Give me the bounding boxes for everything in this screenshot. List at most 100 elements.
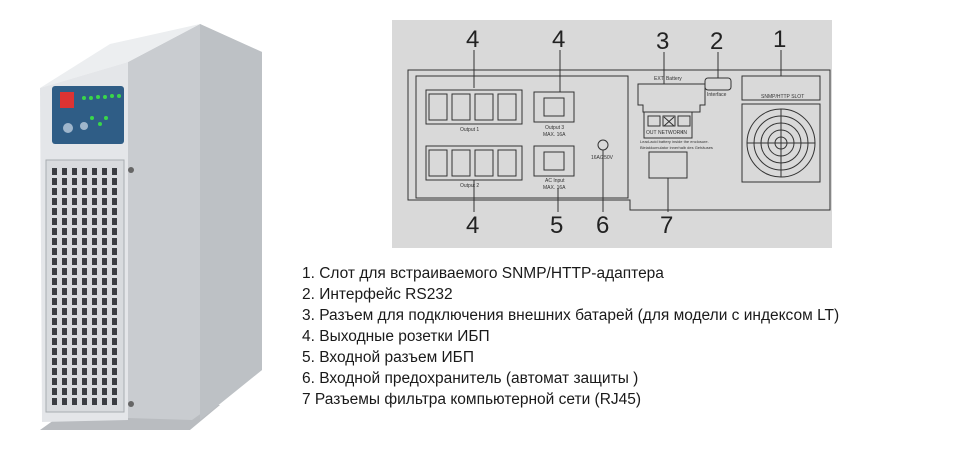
vent-slot xyxy=(92,268,97,275)
vent-slot xyxy=(92,328,97,335)
vent-slot xyxy=(72,348,77,355)
vent-slot xyxy=(52,328,57,335)
vent-slot xyxy=(112,378,117,385)
vent-slot xyxy=(82,278,87,285)
vent-slot xyxy=(102,178,107,185)
vent-slot xyxy=(62,398,67,405)
vent-slot xyxy=(72,238,77,245)
vent-slot xyxy=(72,318,77,325)
vent-slot xyxy=(92,338,97,345)
vent-slot xyxy=(62,208,67,215)
vent-slot xyxy=(102,208,107,215)
vent-slot xyxy=(92,298,97,305)
vent-slot xyxy=(82,338,87,345)
vent-slot xyxy=(82,378,87,385)
vent-slot xyxy=(82,188,87,195)
vent-slot xyxy=(112,298,117,305)
vent-slot xyxy=(112,248,117,255)
callout-bottom-5: 5 xyxy=(550,212,564,239)
vent-slot xyxy=(92,188,97,195)
vent-slot xyxy=(82,268,87,275)
vent-slot xyxy=(72,398,77,405)
legend-item-7: 7 Разъемы фильтра компьютерной сети (RJ4… xyxy=(302,391,642,408)
vent-slot xyxy=(52,388,57,395)
callout-bottom-6: 6 xyxy=(596,212,610,239)
vent-slot xyxy=(52,238,57,245)
vent-slot xyxy=(112,368,117,375)
vent-slot xyxy=(112,218,117,225)
legend-item-4: 4. Выходные розетки ИБП xyxy=(302,328,490,345)
vent-slot xyxy=(112,328,117,335)
callout-bottom-4: 4 xyxy=(466,212,480,239)
vent-slot xyxy=(82,328,87,335)
vent-slot xyxy=(52,188,57,195)
vent-slot xyxy=(52,358,57,365)
vent-slot xyxy=(92,348,97,355)
vent-slot xyxy=(72,378,77,385)
vent-slot xyxy=(92,248,97,255)
vent-slot xyxy=(62,378,67,385)
vent-slot xyxy=(112,288,117,295)
label-interface: Interface xyxy=(707,92,727,98)
vent-slot xyxy=(82,218,87,225)
vent-slot xyxy=(92,238,97,245)
ext-battery-connector xyxy=(637,83,706,113)
label-out: OUT xyxy=(646,130,657,136)
vent-slot xyxy=(52,248,57,255)
vent-slot xyxy=(82,298,87,305)
vent-slot xyxy=(102,308,107,315)
vent-slot xyxy=(82,288,87,295)
vent-slot xyxy=(52,338,57,345)
vent-slot xyxy=(112,358,117,365)
vent-slot xyxy=(52,218,57,225)
vent-slot xyxy=(72,278,77,285)
vent-slot xyxy=(62,348,67,355)
vent-slot xyxy=(82,248,87,255)
label-warning-1: Lead-acid battery inside the enclosure. xyxy=(640,139,709,144)
vent-slot xyxy=(72,328,77,335)
vent-slot xyxy=(102,288,107,295)
vent-slot xyxy=(62,248,67,255)
vent-slot xyxy=(112,398,117,405)
label-ext-battery: EXT. Battery xyxy=(654,76,682,82)
callout-bottom-7: 7 xyxy=(660,212,674,239)
vent-slot xyxy=(62,308,67,315)
vent-slot xyxy=(72,258,77,265)
label-output1: Output 1 xyxy=(460,127,479,133)
vent-slot xyxy=(102,338,107,345)
vent-slot xyxy=(72,308,77,315)
vent-slot xyxy=(62,218,67,225)
vent-slot xyxy=(92,258,97,265)
vent-slot xyxy=(52,318,57,325)
diagram-background xyxy=(392,20,832,248)
vent-slot xyxy=(102,258,107,265)
vent-slot xyxy=(102,298,107,305)
vent-slot xyxy=(112,208,117,215)
vent-slot xyxy=(62,198,67,205)
vent-slot xyxy=(62,178,67,185)
vent-slot xyxy=(62,188,67,195)
label-ac-input: AC Input xyxy=(545,178,565,184)
vent-slot xyxy=(92,388,97,395)
vent-slot xyxy=(62,258,67,265)
vent-slot xyxy=(112,228,117,235)
vent-slot xyxy=(62,238,67,245)
vent-slot xyxy=(92,278,97,285)
vent-slot xyxy=(102,278,107,285)
vent-slot xyxy=(52,268,57,275)
vent-slot xyxy=(82,208,87,215)
vent-slot xyxy=(102,348,107,355)
vent-slot xyxy=(72,198,77,205)
vent-slot xyxy=(92,308,97,315)
vent-slot xyxy=(52,308,57,315)
vent-slot xyxy=(52,288,57,295)
vent-slot xyxy=(92,198,97,205)
label-output3: Output 3 xyxy=(545,125,564,131)
vent-slot xyxy=(102,268,107,275)
callout-top-1: 1 xyxy=(773,26,787,53)
vent-slot xyxy=(92,358,97,365)
vent-slot xyxy=(52,178,57,185)
vent-slot xyxy=(82,318,87,325)
vent-slot xyxy=(112,308,117,315)
